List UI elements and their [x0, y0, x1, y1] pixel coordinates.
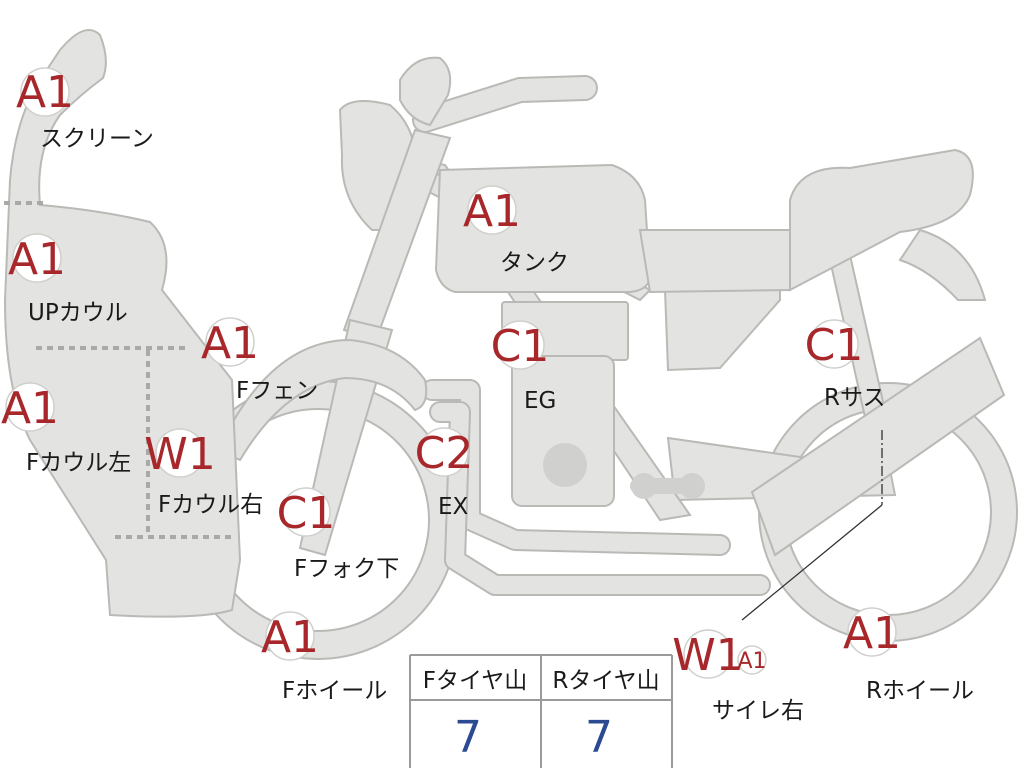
exhaust-pipes-shape — [421, 379, 771, 596]
annotation-silencer-right: W1 A1 サイレ右 — [672, 629, 804, 724]
annotation-f-cowl-left: A1 Fカウル左 — [1, 382, 131, 476]
annotation-f-cowl-right: W1 Fカウル右 — [144, 428, 263, 518]
front-tire-header: Fタイヤ山 — [423, 668, 528, 694]
tire-tread-table: Fタイヤ山 Rタイヤ山 7 7 — [409, 654, 673, 768]
annotation-engine: C1 EG — [491, 320, 556, 414]
part-label-r-wheel: Rホイール — [866, 678, 974, 704]
part-label-f-fender: Fフェン — [236, 378, 318, 404]
annotation-tank: A1 タンク — [463, 185, 569, 276]
motorcycle-illustration — [3, 29, 1018, 660]
handlebar-shape — [399, 56, 598, 133]
part-annotations: A1 スクリーン A1 UPカウル A1 Fカウル左 W1 Fカウル右 A1 F… — [1, 67, 974, 724]
annotation-f-wheel: A1 Fホイール — [261, 611, 387, 704]
grade-badge-f-fender: A1 — [201, 318, 259, 369]
annotation-r-suspension: C1 Rサス — [805, 319, 886, 411]
part-label-f-fork-lower: Fフォク下 — [294, 556, 399, 582]
front-fender-shape — [216, 338, 428, 462]
annotation-f-fork-lower: C1 Fフォク下 — [277, 487, 399, 582]
grade-badge-screen: A1 — [16, 67, 74, 118]
part-label-f-cowl-left: Fカウル左 — [26, 450, 131, 476]
grade-badge-silencer-right: W1 — [672, 630, 744, 681]
engine-shape — [501, 301, 705, 507]
silencer-leader-line-diagonal — [741, 504, 883, 621]
part-label-f-cowl-right: Fカウル右 — [158, 492, 263, 518]
side-cover-shape — [663, 289, 781, 372]
grade-badge-silencer-right-secondary: A1 — [737, 649, 766, 674]
silencer-shape — [750, 336, 1006, 557]
grade-badge-r-suspension: C1 — [805, 320, 864, 371]
annotation-r-wheel: A1 Rホイール — [843, 607, 974, 704]
grade-badge-tank: A1 — [463, 186, 521, 237]
grade-badge-f-wheel: A1 — [261, 612, 319, 663]
grade-badge-f-cowl-right: W1 — [144, 429, 216, 480]
grade-badge-f-cowl-left: A1 — [1, 383, 59, 434]
rear-tire-tread-value: 7 — [585, 712, 613, 763]
grade-badge-up-cowl: A1 — [8, 234, 66, 285]
front-tire-tread-value: 7 — [454, 712, 482, 763]
part-label-exhaust: EX — [438, 494, 469, 520]
grade-badge-exhaust: C2 — [415, 428, 474, 479]
grade-badge-f-fork-lower: C1 — [277, 488, 336, 539]
part-label-silencer-right: サイレ右 — [712, 698, 804, 724]
part-label-tank: タンク — [500, 250, 569, 276]
grade-badge-r-wheel: A1 — [843, 608, 901, 659]
annotation-f-fender: A1 Fフェン — [201, 317, 318, 404]
part-label-up-cowl: UPカウル — [28, 300, 128, 326]
annotation-exhaust: C2 EX — [415, 427, 474, 520]
annotation-screen: A1 スクリーン — [16, 67, 154, 152]
annotation-up-cowl: A1 UPカウル — [8, 233, 128, 326]
seat-shape — [638, 148, 987, 301]
part-label-r-suspension: Rサス — [824, 385, 886, 411]
grade-badge-engine: C1 — [491, 321, 550, 372]
part-label-screen: スクリーン — [40, 126, 154, 152]
rear-tire-header: Rタイヤ山 — [552, 668, 659, 694]
part-label-engine: EG — [524, 388, 556, 414]
part-label-f-wheel: Fホイール — [282, 678, 387, 704]
